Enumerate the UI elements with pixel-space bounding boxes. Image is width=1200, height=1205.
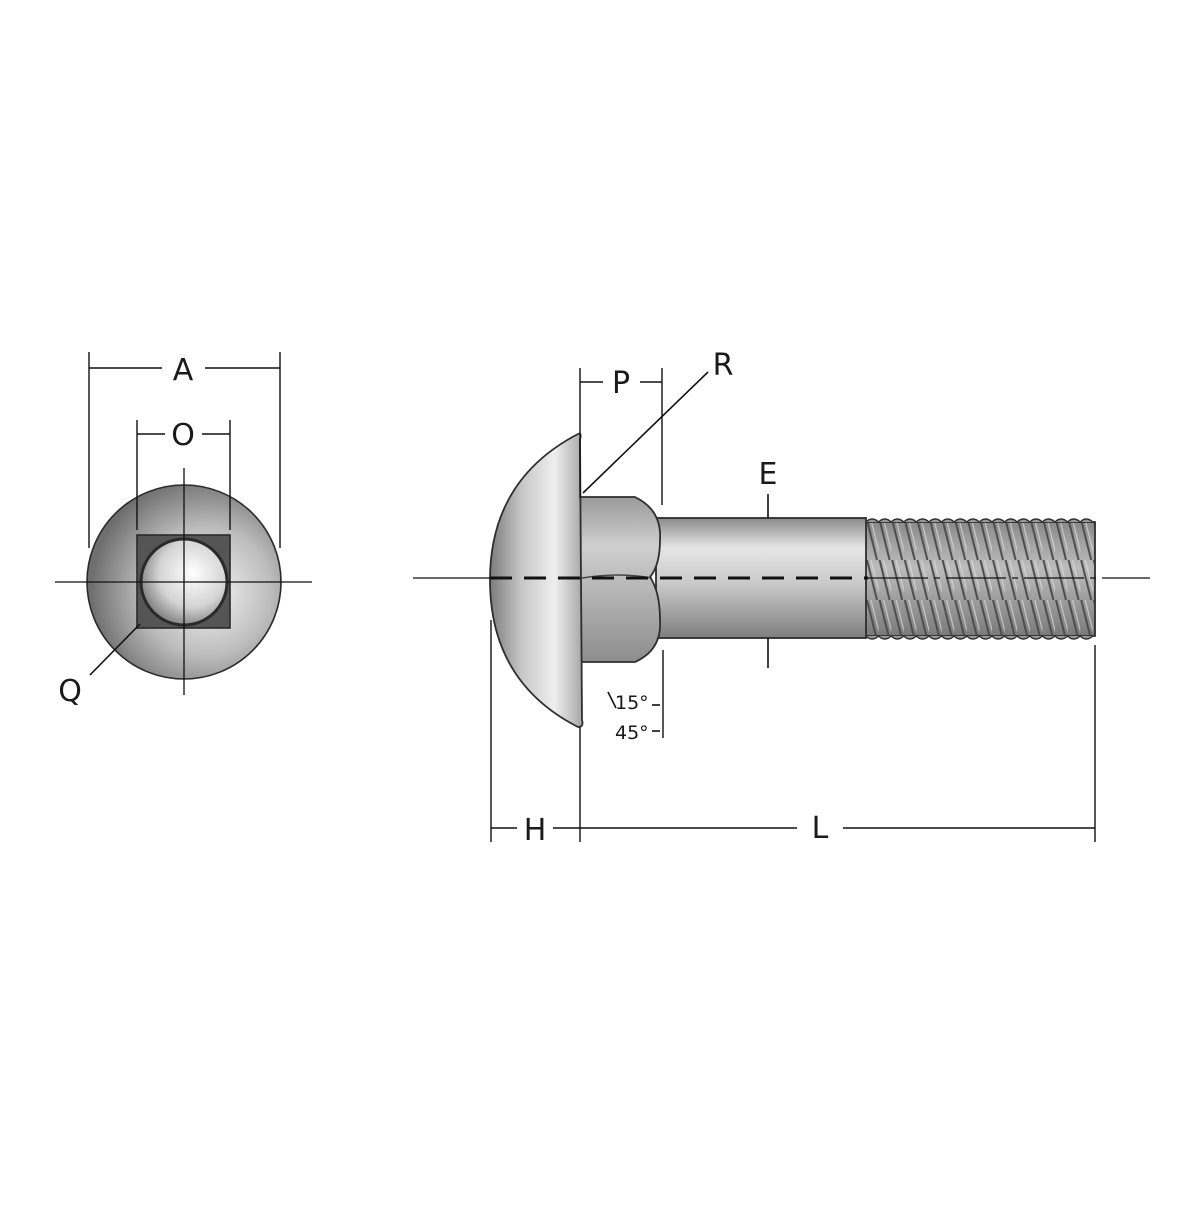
dimension-e: E (759, 457, 778, 668)
dim-e-label: E (759, 457, 778, 492)
angle-upper-tick (607, 691, 617, 709)
thread-crests-top (865, 518, 1094, 523)
dim-h-label: H (524, 813, 547, 848)
dim-r-leader (582, 371, 709, 494)
dimension-r: R (582, 348, 734, 494)
dim-a-label: A (173, 353, 194, 388)
dim-q-label: Q (58, 674, 82, 709)
angle-lower-label: 45° (615, 722, 649, 744)
dimension-o: O (136, 418, 231, 530)
dim-o-label: O (171, 418, 195, 453)
dim-l-label: L (812, 811, 829, 846)
angle-upper-label: 15° (615, 692, 649, 714)
dimension-p: P (579, 366, 663, 505)
neck-angles: 15° 45° (607, 650, 664, 744)
dim-q-leader (89, 623, 141, 676)
side-view: P R E 15° 45° H (413, 348, 1150, 848)
dim-p-label: P (612, 366, 630, 401)
domed-head (489, 432, 584, 728)
thread-pattern (864, 522, 1095, 636)
dimension-a: A (88, 352, 281, 548)
dim-r-label: R (713, 348, 734, 383)
dimension-l: L (580, 645, 1096, 846)
dimension-q: Q (58, 623, 141, 709)
end-view: A O Q (55, 352, 312, 709)
dimension-h: H (490, 620, 581, 848)
thread-crests-bottom (865, 635, 1094, 640)
